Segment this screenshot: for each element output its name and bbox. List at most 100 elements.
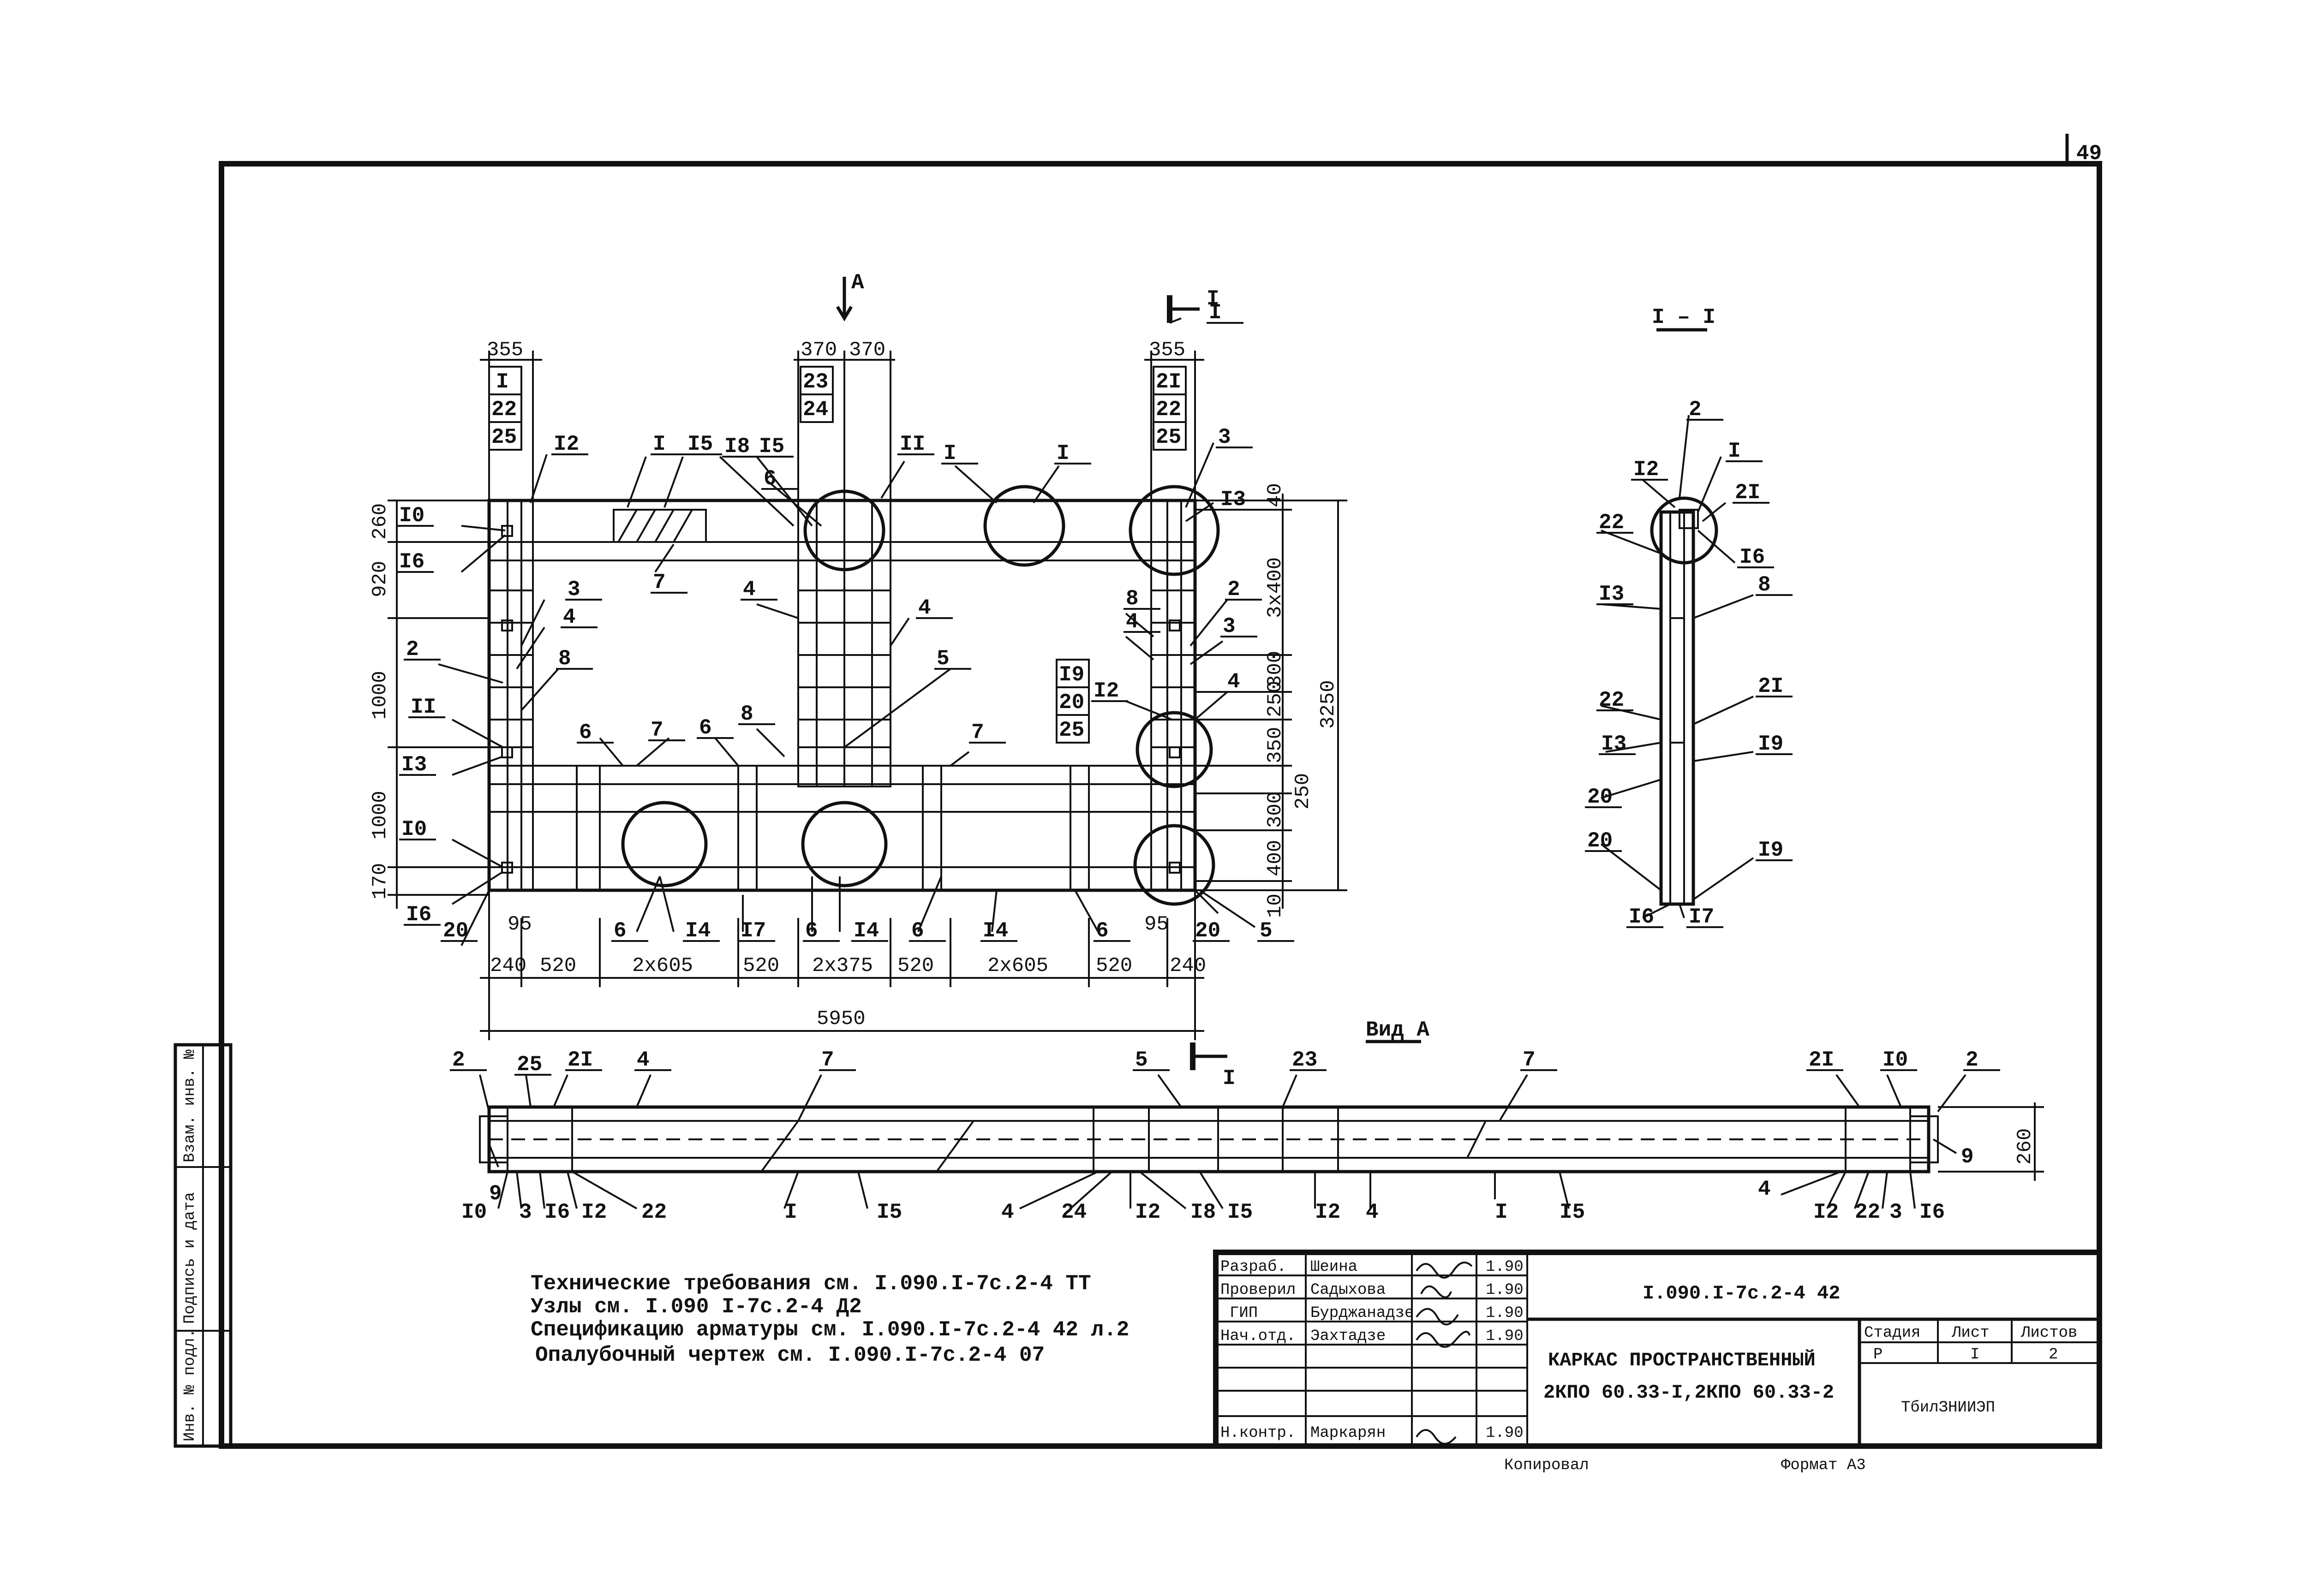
section-view: I – I bbox=[1650, 305, 1718, 906]
callout-label: 2I bbox=[1735, 481, 1760, 505]
section-marker-label: I bbox=[1223, 1066, 1236, 1090]
dim-label: 240 bbox=[490, 954, 526, 977]
dim-label: 40 bbox=[1264, 483, 1287, 507]
callout-leader bbox=[520, 668, 559, 711]
callout-label: I bbox=[1495, 1200, 1508, 1224]
drawing-subtitle: 2КПО 60.33-I,2КПО 60.33-2 bbox=[1543, 1382, 1834, 1404]
plan-total-width: 5950 bbox=[480, 987, 1204, 1040]
dim-label: 170 bbox=[369, 863, 392, 899]
sheet-value: I bbox=[1970, 1346, 1979, 1364]
view-a-marker: A bbox=[836, 271, 864, 322]
dim-label: 2x605 bbox=[632, 954, 693, 977]
callout-label: I8 bbox=[1190, 1200, 1216, 1224]
callout-leader bbox=[1854, 1171, 1870, 1209]
callout-leader bbox=[460, 534, 506, 573]
signer-date: 1.90 bbox=[1486, 1304, 1524, 1322]
callout-label: 5 bbox=[1135, 1048, 1148, 1072]
page-number: 49 bbox=[2076, 142, 2102, 166]
callout-leader bbox=[1499, 1074, 1528, 1122]
plan-left-dimensions: 260 920 1000 1000 170 bbox=[369, 500, 489, 909]
callout-label: 5 bbox=[937, 647, 950, 671]
signer-role: ГИП bbox=[1230, 1304, 1258, 1322]
callout-leader bbox=[488, 1143, 499, 1167]
dim-label: 355 bbox=[487, 339, 523, 362]
stack-label: 23 bbox=[803, 370, 828, 394]
callout-leader bbox=[525, 1074, 532, 1108]
callout-leader bbox=[1937, 1074, 1966, 1113]
callout-label: 20 bbox=[1587, 785, 1613, 809]
callout-leader bbox=[1019, 1171, 1099, 1209]
callout-leader bbox=[1074, 890, 1099, 932]
plan-detail-circles bbox=[621, 485, 1220, 906]
callout-leader bbox=[539, 1171, 545, 1209]
callout-label: 2I bbox=[1809, 1048, 1834, 1072]
callout-label: 8 bbox=[741, 702, 753, 726]
stack-label: I bbox=[496, 370, 509, 394]
callout-label: 3 bbox=[1218, 425, 1231, 449]
callout-leader bbox=[917, 876, 942, 932]
dim-label: 370 bbox=[849, 339, 885, 362]
elevation-view: Вид А I 260 bbox=[479, 1018, 2044, 1181]
drawing-title: КАРКАС ПРОСТРАНСТВЕННЫЙ bbox=[1548, 1349, 1816, 1371]
callout-leader bbox=[1199, 1171, 1224, 1209]
callout-leader bbox=[663, 456, 684, 508]
callout-label: I6 bbox=[1629, 905, 1654, 929]
callout-label: 6 bbox=[805, 919, 818, 943]
signer-date: 1.90 bbox=[1486, 1258, 1524, 1276]
callout-label: 4 bbox=[1758, 1177, 1771, 1201]
callout-leader bbox=[1909, 1171, 1916, 1209]
callout-leader bbox=[1157, 1074, 1182, 1108]
stack-label: 24 bbox=[803, 398, 828, 422]
callout-label: 4 bbox=[918, 596, 931, 620]
callout-label: I4 bbox=[854, 919, 879, 943]
callout-leader bbox=[1601, 705, 1662, 721]
side-stamp-cell: Инв. № подл. bbox=[181, 1328, 199, 1441]
callout-leader bbox=[654, 543, 675, 573]
dim-label: 240 bbox=[1170, 954, 1206, 977]
sheets-value: 2 bbox=[2049, 1346, 2058, 1364]
callout-label: I5 bbox=[1227, 1200, 1253, 1224]
callout-label: 2 bbox=[406, 637, 419, 661]
technical-notes: Технические требования см. I.090.I-7с.2-… bbox=[531, 1272, 1129, 1367]
callout-label: 4 bbox=[1126, 610, 1139, 634]
callout-label: 8 bbox=[1126, 587, 1139, 611]
callout-leader bbox=[1882, 1171, 1888, 1209]
sheet-frame: 49 bbox=[219, 134, 2102, 1449]
callout-label: 8 bbox=[1758, 573, 1771, 597]
sheet-header: Лист bbox=[1951, 1324, 1990, 1342]
stack-label: 25 bbox=[491, 425, 517, 449]
dim-label: 520 bbox=[1096, 954, 1132, 977]
callout-label: 8 bbox=[558, 647, 571, 671]
stack-label: 25 bbox=[1059, 718, 1084, 742]
dim-label: 400 bbox=[1264, 840, 1287, 876]
note-line: Спецификацию арматуры см. I.090.I-7с.2-4… bbox=[531, 1318, 1129, 1342]
callout-label: 7 bbox=[821, 1048, 834, 1072]
callout-leader bbox=[1125, 700, 1172, 721]
callout-leader bbox=[1693, 751, 1754, 762]
dim-label: 370 bbox=[801, 339, 837, 362]
callout-leader bbox=[1185, 442, 1214, 508]
callout-leader bbox=[636, 1074, 651, 1108]
callout-leader bbox=[1189, 640, 1224, 665]
callout-leader bbox=[1194, 889, 1219, 914]
callout-label: 4 bbox=[563, 605, 576, 629]
label-stack-left: I 22 25 bbox=[488, 366, 522, 451]
callout-label: 9 bbox=[1961, 1145, 1974, 1169]
section-marker-label: I bbox=[1207, 287, 1219, 311]
callout-label: 25 bbox=[517, 1053, 542, 1077]
callout-leader bbox=[719, 456, 795, 527]
callout-label: I bbox=[1209, 301, 1222, 325]
dim-label: 920 bbox=[369, 561, 392, 597]
callout-leader bbox=[1194, 691, 1228, 721]
column-cage-right bbox=[1150, 500, 1196, 891]
callout-label: I bbox=[944, 441, 956, 465]
callout-leader bbox=[1033, 465, 1060, 504]
callout-label: I2 bbox=[1094, 679, 1119, 703]
callout-label: 2I bbox=[568, 1048, 593, 1072]
callout-leader bbox=[880, 460, 905, 499]
callout-label: I bbox=[1728, 439, 1741, 463]
callout-label: 2I bbox=[1758, 674, 1783, 698]
stage-value: Р bbox=[1873, 1346, 1883, 1364]
column-cage-left bbox=[488, 500, 534, 891]
